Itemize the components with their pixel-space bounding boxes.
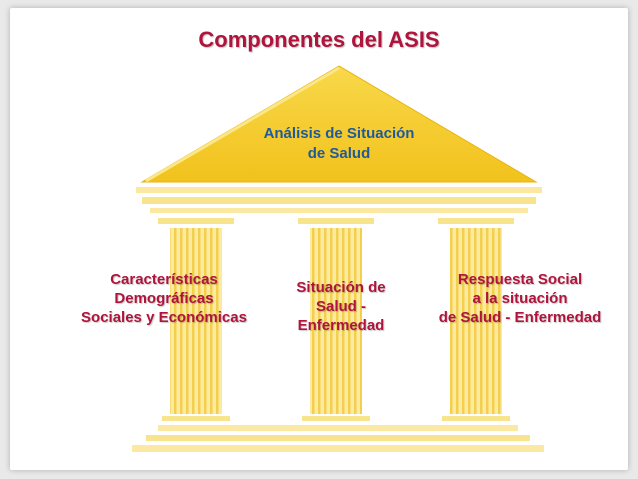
pillar-mid-line-1: Situación de [296,279,386,296]
pillar-right-label: Respuesta Social a la situación de Salud… [420,270,620,327]
pillar-mid-base [302,416,370,421]
pillar-left-shaft [170,228,222,414]
roof-highlight [145,66,340,183]
roof-label-line-1: Análisis de Situación [263,125,415,142]
pillar-mid-line-3: Enfermedad [297,317,385,334]
pillar-right-line-3: de Salud - Enfermedad [438,309,602,326]
pillar-right-shaft [450,228,502,414]
pillar-mid-capital [298,218,374,224]
entablature-band-2 [142,197,536,204]
entablature-band-1 [136,187,542,193]
entablature-band-3 [150,208,528,213]
pillar-mid-label: Situación de Salud - Enfermedad [266,278,416,335]
pillar-right-base [442,416,510,421]
pillar-left-line-3: Sociales y Económicas [81,309,247,326]
pillar-left-base [162,416,230,421]
base-step-2 [146,435,530,441]
roof-label-line-2: de Salud [307,145,371,162]
pillar-left-capital [158,218,234,224]
base-step-1 [158,425,518,431]
pillar-right-line-1: Respuesta Social [457,271,583,288]
diagram-title: Componentes del ASIS [198,27,440,52]
base-step-3 [132,445,544,452]
pillar-mid-shaft [310,228,362,414]
pillar-left-line-1: Características [110,271,218,288]
pillar-left-label: Características Demográficas Sociales y … [60,270,268,327]
pillar-right-line-2: a la situación [472,290,568,307]
pillar-left-line-2: Demográficas [114,290,214,307]
roof-label: Análisis de Situación de Salud [219,124,459,164]
pillar-mid-line-2: Salud - [315,298,366,315]
pillar-right-capital [438,218,514,224]
